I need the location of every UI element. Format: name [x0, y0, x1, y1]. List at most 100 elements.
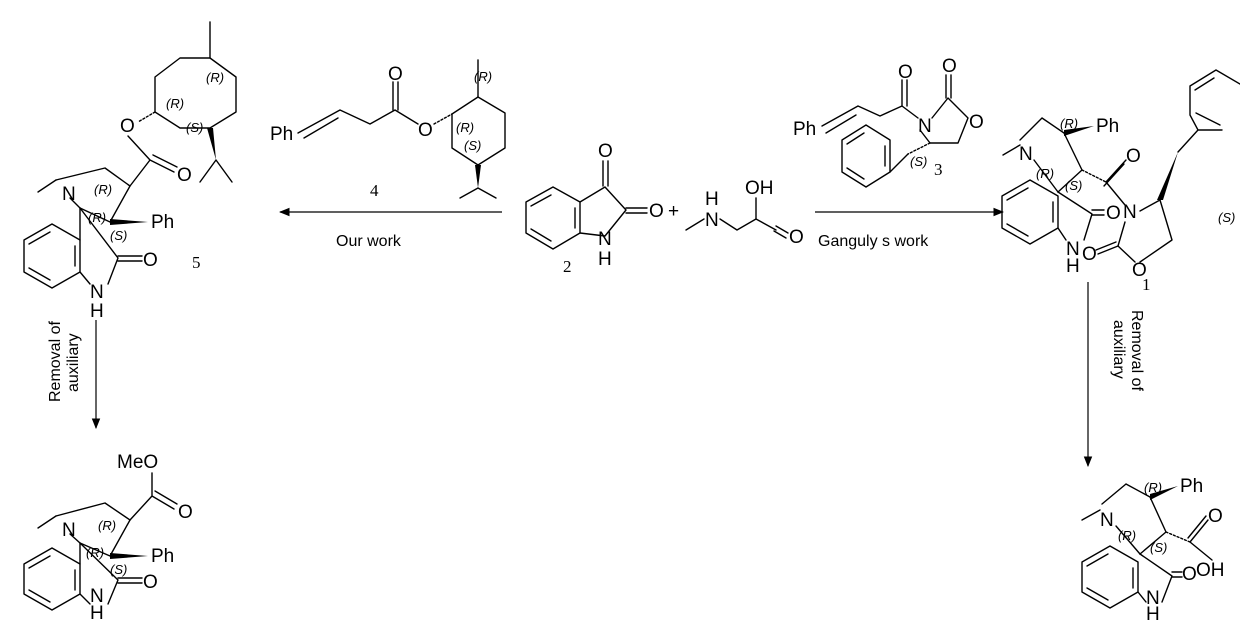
- oxindole-oxygen-ester: O: [143, 572, 158, 593]
- pyrrolidine-nitrogen-acid: N: [1100, 510, 1114, 531]
- ester-oxygen-5: O: [120, 116, 135, 137]
- stereo-r-spiro-1: (R): [1036, 166, 1054, 181]
- oxindole-benzene-double-1: [1006, 187, 1054, 237]
- oxazolidinone-ring-oxygen-3: O: [969, 112, 984, 133]
- ester-carbon-5: [127, 135, 175, 187]
- benzyl-wedge-1: [1157, 152, 1178, 200]
- methyl-ester-carbonyl-oxygen: O: [178, 502, 193, 523]
- oxindole-lactam-1: [1057, 191, 1093, 241]
- oxindole-hydrogen-5: H: [90, 301, 104, 322]
- isatin-benzene-ring: [525, 186, 581, 250]
- sarcosine-carbonyl: [773, 225, 789, 239]
- benzyl-phenyl-1: [1177, 69, 1240, 153]
- stereo-r-spiro-ester: (R): [86, 545, 104, 560]
- compound-number-5: 5: [192, 253, 201, 272]
- removal-left-line-2: auxiliary: [65, 333, 82, 392]
- isatin-hydrogen: H: [598, 249, 612, 270]
- oxindole-lactam-ester: [79, 542, 119, 605]
- oxindole-oxygen-acid: O: [1182, 564, 1197, 585]
- ester-carbonyl-double-5: [152, 154, 178, 168]
- oxindole-oxygen-1: O: [1106, 203, 1121, 224]
- stereo-r-spiro-acid: (R): [1118, 528, 1136, 543]
- isatin-c2-carbonyl: [625, 207, 648, 214]
- our-work-label: Our work: [336, 233, 402, 250]
- menthyl-isopropyl-wedge-4: [475, 165, 481, 188]
- oxindole-hydrogen-acid: H: [1146, 604, 1160, 623]
- stereo-r-c3-ester: (R): [98, 518, 116, 533]
- oxindole-carbonyl-1: [1091, 209, 1105, 216]
- compound-number-4: 4: [370, 181, 379, 200]
- menthyl-ring-5: [154, 57, 237, 129]
- compound-number-3: 3: [934, 160, 943, 179]
- acyl-hash-1: [1081, 169, 1107, 183]
- benzyl-phenyl-ring-3: [841, 124, 891, 188]
- oxindole-benzene-ester: [23, 547, 81, 611]
- oxindole-hydrogen-ester: H: [90, 603, 104, 623]
- phenyl-wedge-ester: [110, 553, 148, 559]
- compound-number-1: 1: [1142, 275, 1151, 294]
- benzyl-ch2-3: [889, 153, 909, 173]
- compound-1-oxazolidinone-adduct: Ph (R) N (R) (S) O N O O (S) O N H 1: [1001, 69, 1240, 294]
- stereo-r-top-5: (R): [206, 70, 224, 85]
- oxindole-nitrogen-acid: N: [1146, 588, 1160, 609]
- removal-left-line-1: Removal of: [47, 321, 64, 402]
- oxindole-benzene-5: [23, 223, 81, 289]
- stereo-s-3: (S): [910, 154, 927, 169]
- acrylamide-phenyl: Ph: [793, 119, 816, 140]
- sarcosine-hydroxyl: OH: [745, 178, 774, 199]
- methyl-ester-carbon: [129, 472, 175, 521]
- methyl-ester-carbonyl-double: [154, 490, 178, 505]
- acrylamide-carbonyl-oxygen: O: [898, 62, 913, 83]
- oxindole-benzene-1: [1001, 179, 1059, 245]
- stereo-r-c3-5: (R): [94, 182, 112, 197]
- acid-hydroxyl: OH: [1196, 560, 1225, 581]
- pyrrolidine-n-c-acid: [1115, 525, 1141, 555]
- stereo-s-4: (S): [464, 138, 481, 153]
- oxindole-carbonyl-5: [117, 255, 143, 262]
- oxindole-nitrogen-1: N: [1066, 239, 1080, 260]
- oxindole-oxygen-5: O: [143, 250, 158, 271]
- isatin-five-ring: [579, 186, 627, 237]
- sarcosine-carbonyl-oxygen: O: [789, 227, 804, 248]
- oxazolidinone-ring-3: [901, 97, 969, 144]
- benzyl-hash-3: [907, 142, 931, 155]
- compound-4-menthyl-cinnamate: Ph O O (R) (R) (S) 4: [270, 59, 506, 200]
- phenyl-1: Ph: [1096, 116, 1119, 137]
- sarcosine: N H OH O: [685, 178, 804, 248]
- phenyl-ester: Ph: [151, 546, 174, 567]
- phenyl-wedge-1: [1064, 126, 1094, 136]
- acrylamide-alkene-double: [825, 114, 857, 134]
- isatin-lactam-oxygen: O: [649, 201, 664, 222]
- isatin-benzene-double-bonds: [530, 194, 576, 242]
- isatin-c3-carbonyl: [602, 160, 609, 187]
- isatin-nitrogen: N: [598, 229, 612, 250]
- oxindole-benzene-double-5: [28, 231, 76, 281]
- pyrrolidine-n-methyl-5: [37, 179, 57, 193]
- stereo-r-c3-acid: (R): [1144, 480, 1162, 495]
- oxazolidinone-carbonyl-3: [945, 74, 952, 99]
- benzyl-phenyl-double-3: [846, 132, 886, 180]
- cinnamate-ester-oxygen: O: [418, 120, 433, 141]
- oxazolidinone-carbonyl-oxygen-1: O: [1082, 244, 1097, 265]
- pyrrolidine-nitrogen-1: N: [1019, 144, 1033, 165]
- isatin-ketone-oxygen: O: [598, 141, 613, 162]
- acid-hash: [1165, 531, 1191, 543]
- sarcosine-skeleton: [685, 218, 777, 231]
- acyl-carbonyl-oxygen-1: O: [1126, 146, 1141, 167]
- plus-sign: +: [668, 201, 679, 222]
- oxindole-lactam-5: [79, 207, 119, 285]
- menthyl-isopropyl-wedge-5: [207, 128, 216, 160]
- removal-right-line-2: auxiliary: [1110, 320, 1127, 379]
- phenyl-5: Ph: [151, 212, 174, 233]
- ester-o-hash-5: [137, 111, 156, 123]
- stereo-s-c4-ester: (S): [110, 562, 127, 577]
- menthyl-isopropyl-4: [459, 187, 497, 199]
- oxindole-nitrogen-ester: N: [90, 586, 104, 607]
- oxindole-benzene-acid: [1081, 545, 1139, 609]
- oxazolidinone-carbonyl-1: [1095, 241, 1119, 255]
- compound-5-spirooxindole-ester: (R) (R) (S) O O N (R) (R) (S) Ph O N H 5: [23, 21, 237, 322]
- stereo-s-oxazolidinone-1: (S): [1218, 210, 1235, 225]
- stereo-r-c3-1: (R): [1060, 116, 1078, 131]
- phenyl-wedge-acid: [1150, 486, 1178, 500]
- oxazolidinone-nitrogen-3: N: [918, 116, 932, 137]
